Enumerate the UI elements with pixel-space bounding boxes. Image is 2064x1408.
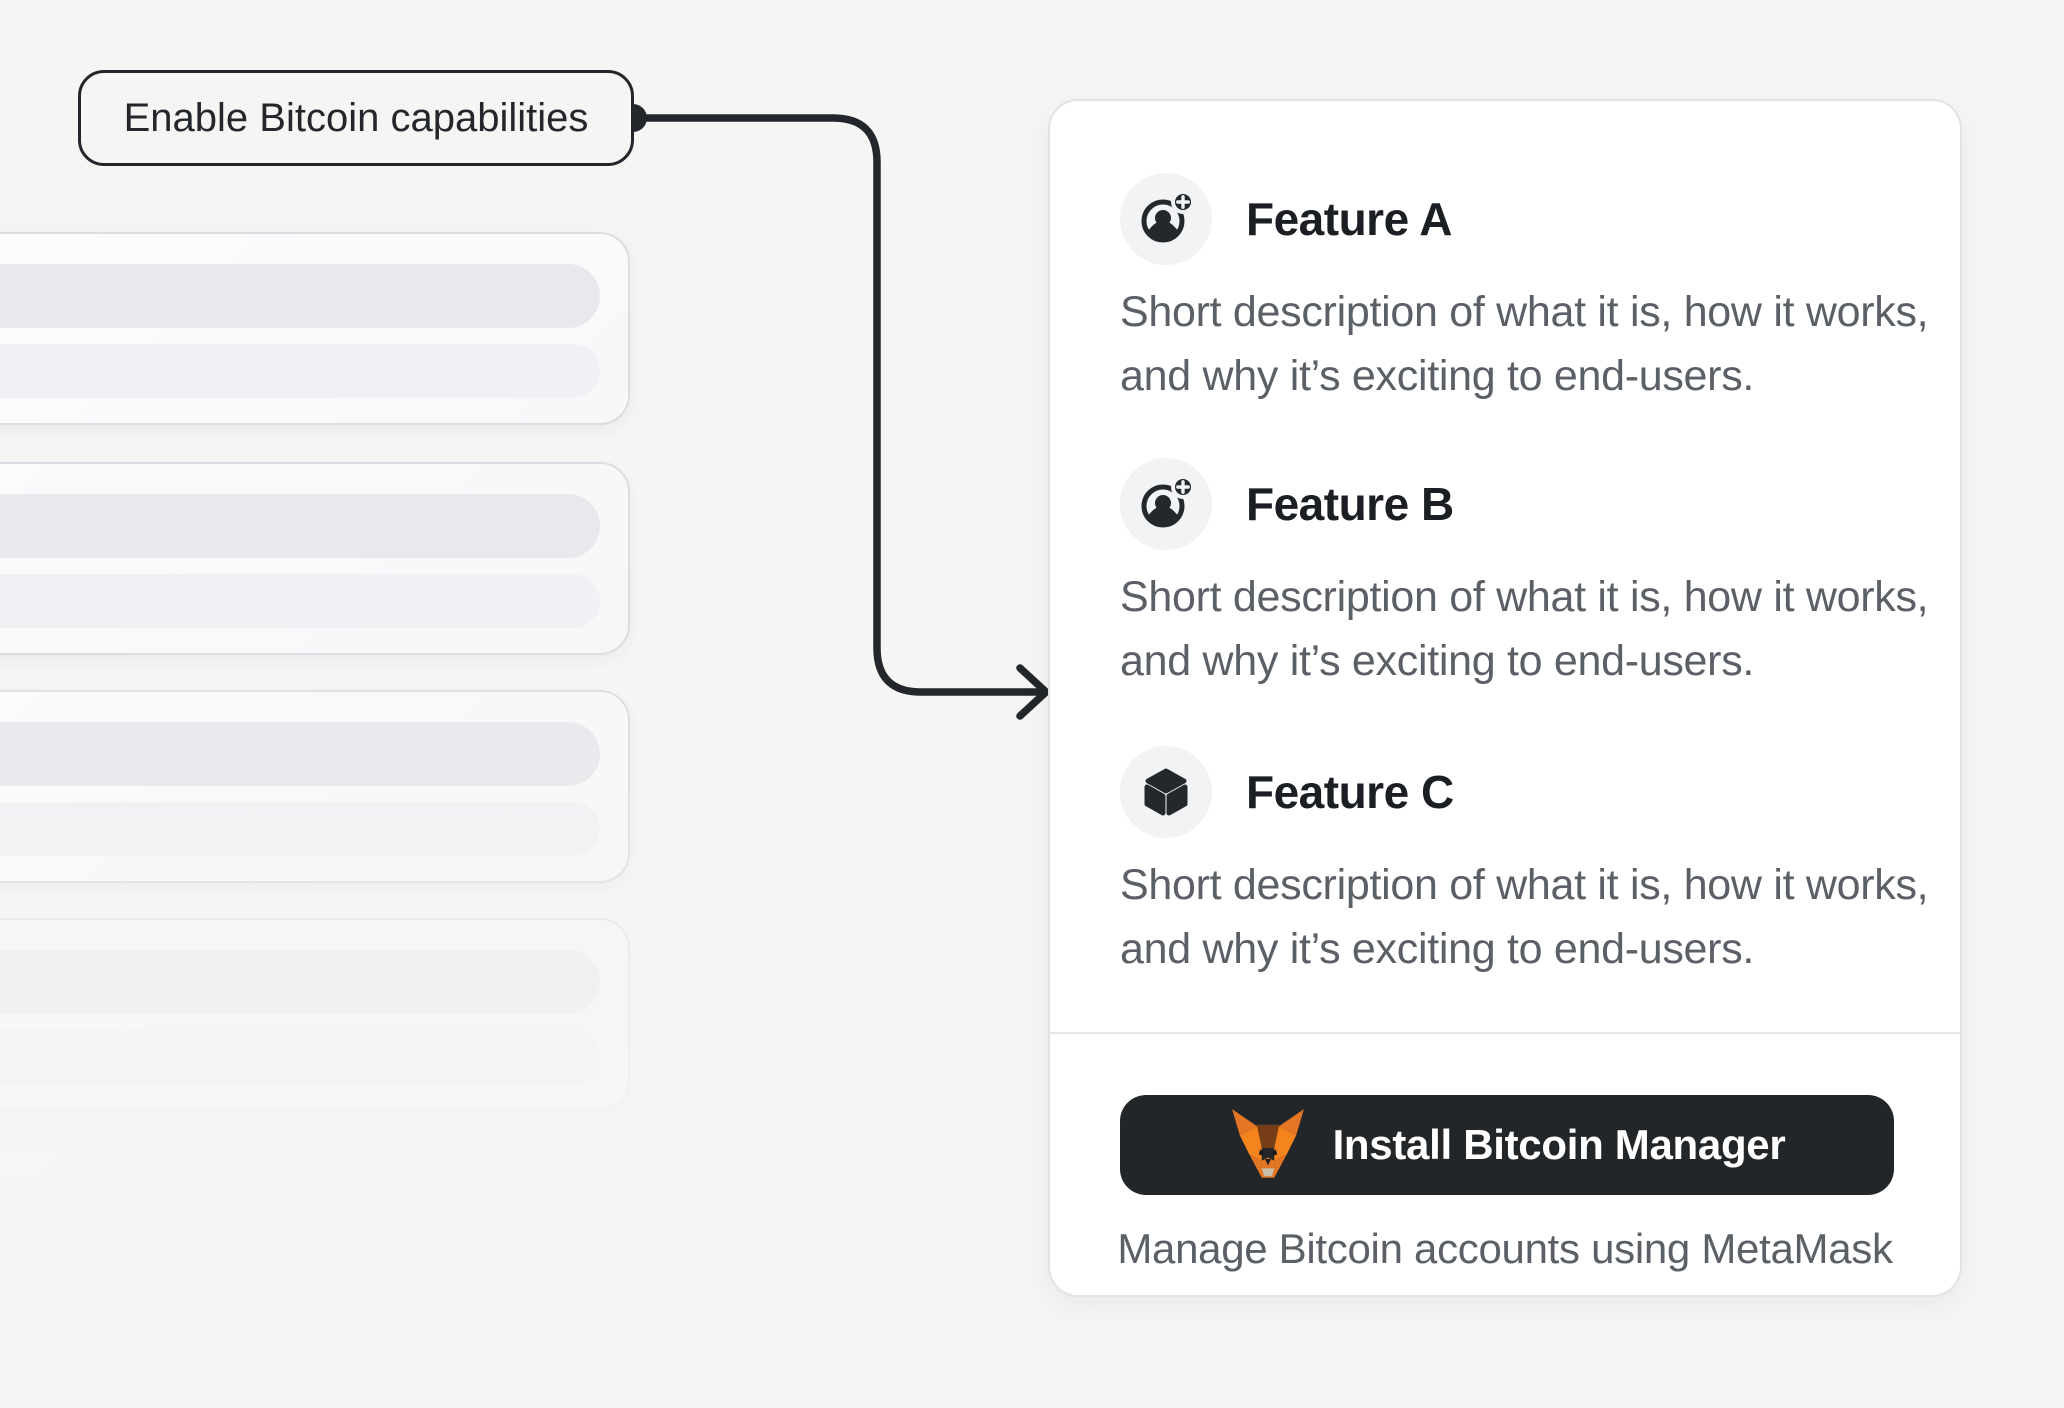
feature-b-icon-circle [1120, 458, 1212, 550]
skeleton-card [0, 232, 630, 425]
skeleton-bar [0, 802, 600, 856]
annotation-label: Enable Bitcoin capabilities [78, 70, 634, 166]
skeleton-bar [0, 494, 600, 558]
panel-caption: Manage Bitcoin accounts using MetaMask [1117, 1225, 1893, 1272]
install-button-label: Install Bitcoin Manager [1332, 1121, 1786, 1168]
install-bitcoin-manager-button[interactable]: Install Bitcoin Manager [1120, 1095, 1894, 1195]
panel-divider [1050, 1032, 1960, 1034]
feature-description: Short description of what it is, how it … [1120, 288, 1929, 400]
user-plus-icon [1141, 191, 1194, 243]
skeleton-bar [0, 1030, 600, 1084]
feature-a-icon-circle [1120, 173, 1212, 265]
metamask-fox-icon [1231, 1109, 1304, 1178]
skeleton-bar [0, 1258, 600, 1312]
user-plus-icon [1141, 476, 1194, 528]
feature-title: Feature C [1246, 766, 1454, 818]
arrowhead-icon [1016, 664, 1050, 720]
skeleton-column [0, 170, 700, 1408]
feature-title: Feature B [1246, 478, 1454, 530]
feature-panel-card: Feature A Short description of what it i… [1048, 99, 1962, 1297]
skeleton-card [0, 1146, 630, 1339]
feature-row-b: Feature B [1120, 458, 1454, 550]
skeleton-card [0, 690, 630, 883]
skeleton-bar [0, 950, 600, 1014]
skeleton-bar [0, 264, 600, 328]
feature-row-a: Feature A [1120, 173, 1452, 265]
feature-row-c: Feature C [1120, 746, 1454, 838]
cube-icon [1144, 768, 1188, 816]
feature-description: Short description of what it is, how it … [1120, 573, 1929, 685]
feature-description: Short description of what it is, how it … [1120, 861, 1929, 973]
feature-c-icon-circle [1120, 746, 1212, 838]
skeleton-bar [0, 574, 600, 628]
annotation-label-text: Enable Bitcoin capabilities [123, 95, 589, 140]
skeleton-bar [0, 1178, 600, 1242]
skeleton-bar [0, 344, 600, 398]
skeleton-bar [0, 722, 600, 786]
feature-title: Feature A [1246, 193, 1452, 245]
skeleton-card [0, 462, 630, 655]
skeleton-card [0, 918, 630, 1111]
